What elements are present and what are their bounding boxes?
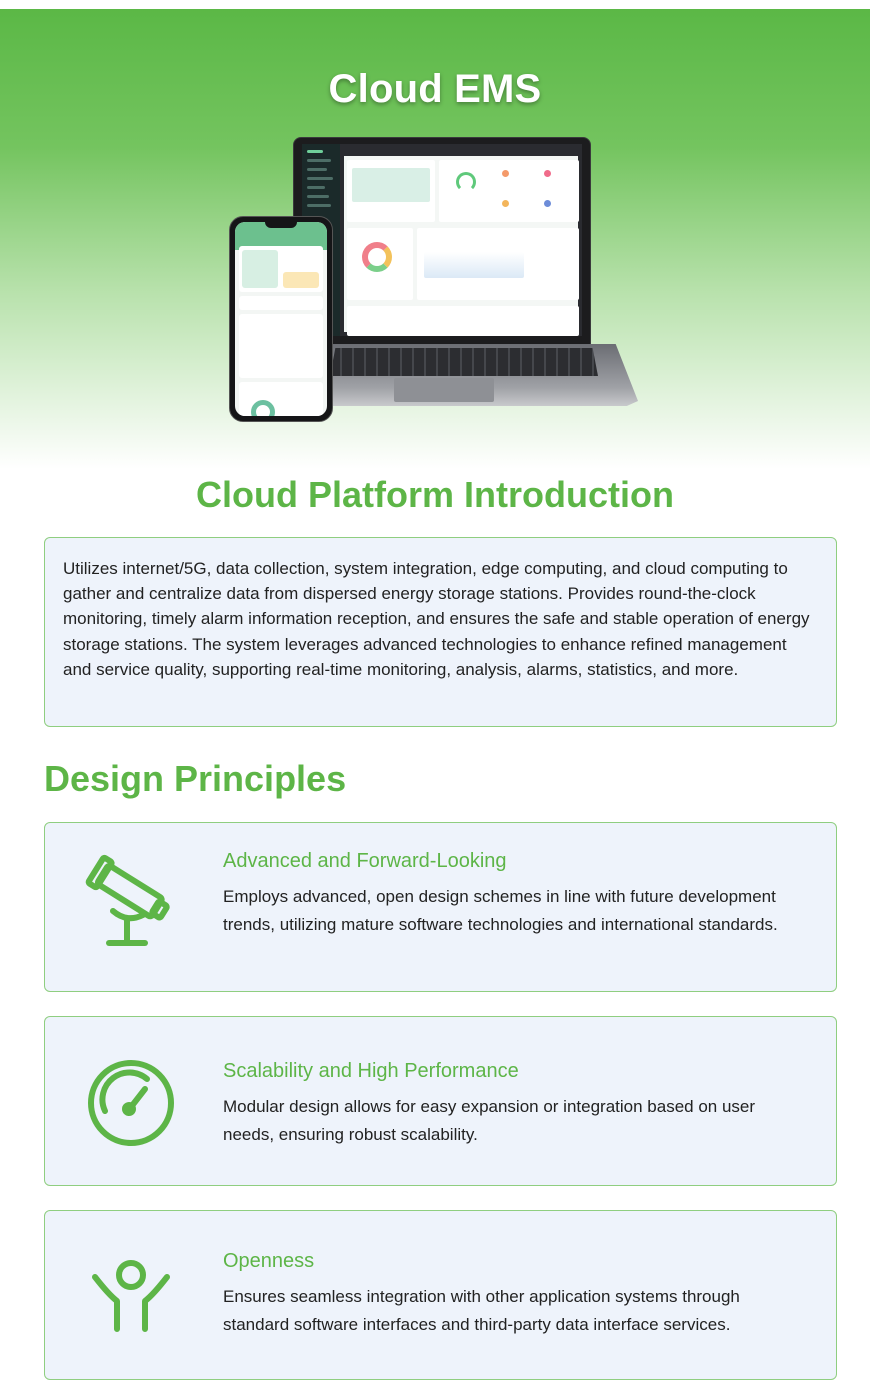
laptop-keyboard	[330, 348, 598, 376]
principle-desc: Modular design allows for easy expansion…	[223, 1097, 756, 1144]
open-person-icon	[83, 1251, 179, 1347]
phone-image	[229, 216, 333, 422]
speedometer-icon	[83, 1055, 179, 1151]
principle-desc: Ensures seamless integration with other …	[223, 1287, 740, 1334]
principle-title: Scalability and High Performance	[223, 1060, 519, 1082]
laptop-image	[293, 137, 591, 347]
laptop-trackpad	[394, 378, 494, 402]
hero-title: Cloud EMS	[328, 67, 542, 111]
principle-desc: Employs advanced, open design schemes in…	[223, 887, 778, 934]
phone-screen	[235, 222, 327, 416]
principle-title: Openness	[223, 1250, 315, 1272]
laptop-screen	[302, 144, 582, 336]
telescope-icon	[83, 853, 179, 949]
principle-card-scalability: Scalability and High Performance Modular…	[44, 1016, 837, 1186]
design-principles-title: Design Principles	[44, 758, 347, 799]
intro-body: Utilizes internet/5G, data collection, s…	[63, 559, 810, 679]
intro-title: Cloud Platform Introduction	[196, 474, 674, 515]
intro-box: Utilizes internet/5G, data collection, s…	[44, 537, 837, 727]
dashboard-main	[344, 156, 579, 336]
principle-card-openness: Openness Ensures seamless integration wi…	[44, 1210, 837, 1380]
principle-card-advanced: Advanced and Forward-Looking Employs adv…	[44, 822, 837, 992]
principle-title: Advanced and Forward-Looking	[223, 850, 507, 872]
